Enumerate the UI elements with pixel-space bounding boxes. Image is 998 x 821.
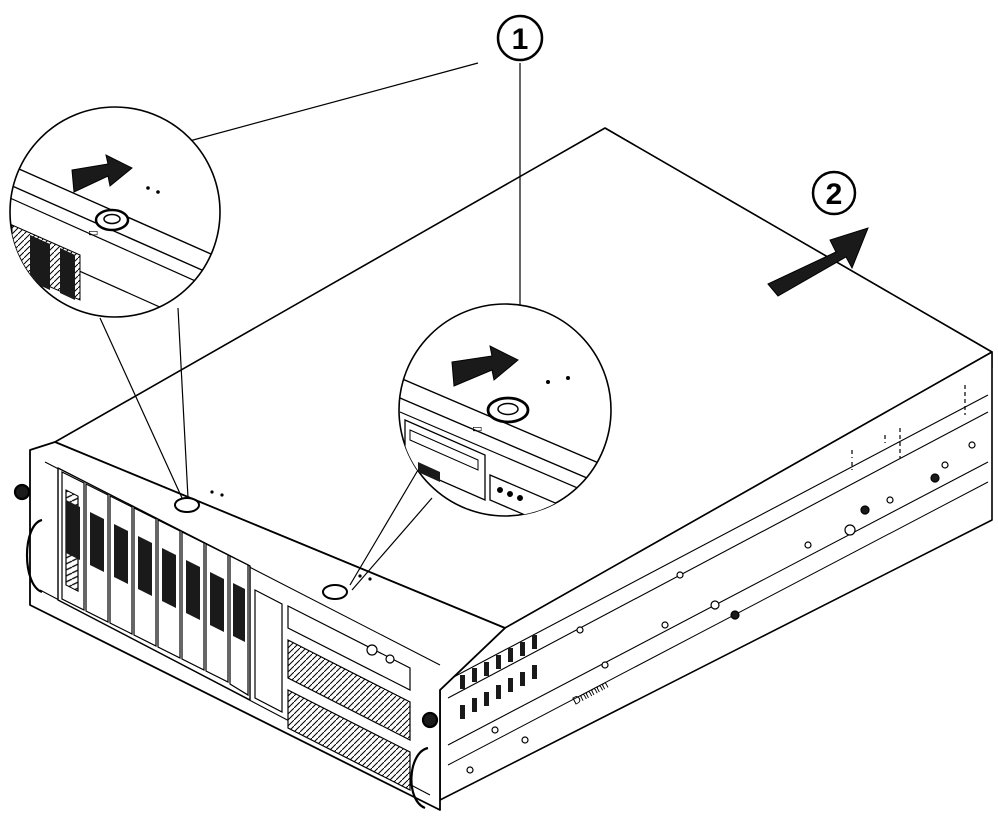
zoom-left-push-arrow [71,154,133,193]
leader-1-to-left-zoom [181,62,479,144]
mount-hole [601,661,609,669]
media-bay-lower [287,689,411,791]
callout-1-ring [496,14,544,62]
slide-cover-arrow [767,227,869,297]
left-zoom-connector-b [177,307,189,499]
zoom-right-mark: ▭ [472,423,482,435]
mount-hole [968,441,976,449]
media-bay-upper [287,639,411,741]
right-zoom-connector-b [351,497,433,591]
mount-hole [941,461,949,469]
mount-hole [844,524,856,536]
mount-hole [576,626,584,634]
release-button-right [322,584,348,600]
zoom-detail-left: ▭ [9,106,221,318]
side-panel-rail-base [447,481,989,766]
mount-hole [521,736,529,744]
zoom-left-mark: ▭ [88,227,98,239]
power-button [366,644,378,656]
release-button-left [174,497,200,513]
callout-2: 2 [811,170,857,216]
callout-1-number: 1 [512,23,529,56]
mount-hole [710,600,720,610]
right-thumbscrew [421,711,439,729]
side-panel-rail-upper [447,394,989,681]
callout-2-ring [811,170,857,216]
zoom-detail-right: ▭ [398,303,612,517]
rack-hardware [13,483,439,810]
reset-button [385,654,395,664]
mount-hole [886,496,894,504]
left-thumbscrew [13,483,31,501]
cover-release-tabs [174,490,372,600]
mount-hole [930,473,940,483]
left-zoom-connector-a [99,317,183,499]
slim-bay [254,589,283,713]
side-panel-details [460,385,976,774]
media-bays [254,589,411,791]
side-panel-rail-lower [447,411,989,699]
right-rack-handle [410,746,429,810]
mount-hole [676,571,684,579]
mount-hole [661,621,669,629]
rear-marking [851,385,966,470]
right-zoom-connector-a [349,469,419,586]
mount-hole [466,766,474,774]
leader-lines [99,62,521,591]
callout-1: 1 [496,14,544,62]
drive-trays [61,471,249,697]
mount-hole [804,541,812,549]
left-rack-handle [26,518,43,594]
callout-2-number: 2 [826,178,843,211]
mount-hole [491,726,499,734]
side-vent-slots [460,635,537,719]
mount-hole [860,505,870,515]
zoom-right-push-arrow [451,345,519,387]
mount-hole [730,610,740,620]
